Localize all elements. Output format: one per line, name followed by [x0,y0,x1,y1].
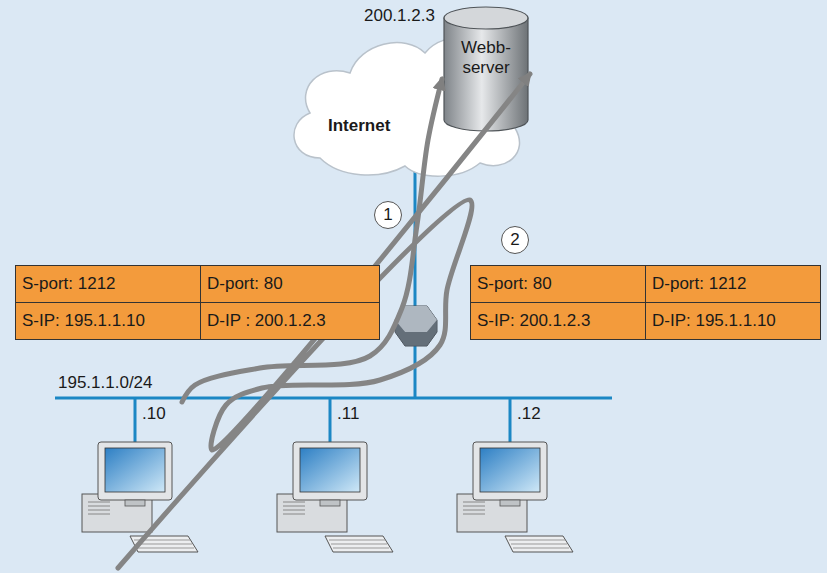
drop-wire [509,398,512,442]
client-computer: .11 [265,402,395,568]
lan-bus [55,397,612,400]
table-cell: D-port: 80 [200,265,380,303]
host-address: .10 [142,404,182,424]
table-cell: S-IP: 200.1.2.3 [470,302,646,340]
host-address: .11 [337,404,377,424]
router-wire [414,340,417,398]
pc-shape [445,402,575,568]
table-cell: S-IP: 195.1.1.10 [15,302,201,340]
cylinder-body [444,18,528,131]
callout-number: 2 [501,226,529,254]
table-cell: D-IP : 200.1.2.3 [200,302,380,340]
drop-wire [134,398,137,442]
pc-shape [265,402,395,568]
callout-number: 1 [374,201,402,229]
node-label: Internet [328,116,428,136]
host-address: .12 [517,404,557,424]
drop-wire [329,398,332,442]
pc-shape [70,402,200,568]
computer-icon [457,442,573,552]
uplink-wire [414,168,417,310]
table-cell: D-port: 1212 [645,265,821,303]
table-cell: D-IP: 195.1.1.10 [645,302,821,340]
client-computer: .10 [70,402,200,568]
table-cell: S-port: 1212 [15,265,201,303]
node-label: Webb-server [452,38,520,77]
table-cell: S-port: 80 [470,265,646,303]
network-address: 195.1.1.0/24 [58,373,188,393]
cylinder-top [444,7,528,29]
computer-icon [277,442,393,552]
computer-icon [82,442,198,552]
client-computer: .12 [445,402,575,568]
router-symbol [395,306,437,346]
server-address: 200.1.2.3 [364,6,440,26]
web-server: 200.1.2.3Webb-server [442,4,530,132]
